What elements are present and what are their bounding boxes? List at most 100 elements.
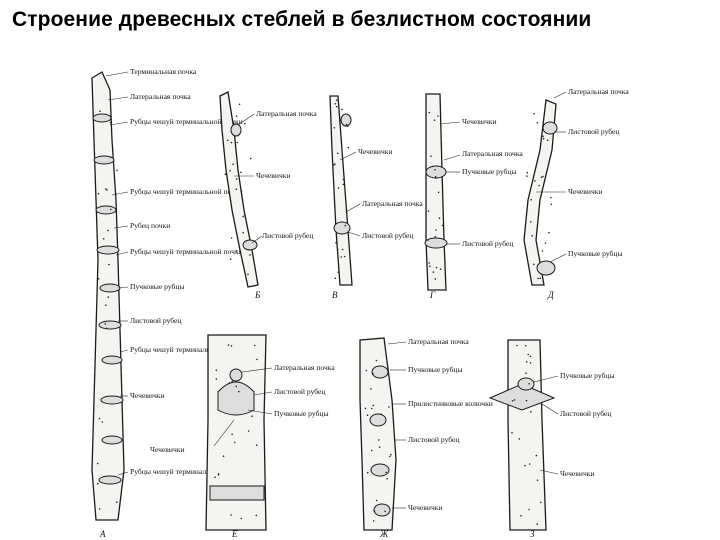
- lenticel-dot: [256, 358, 258, 361]
- lenticel-dot: [346, 125, 349, 127]
- lenticel-dot: [224, 173, 227, 175]
- lenticel-dot: [336, 152, 339, 155]
- lenticel-dot: [439, 268, 442, 271]
- lenticel-dot: [529, 362, 532, 364]
- lenticel-dot: [227, 139, 229, 142]
- lenticel-dot: [542, 135, 544, 137]
- label: Рубец почки: [130, 221, 170, 230]
- label: Листовой рубец: [408, 435, 459, 444]
- lenticel-dot: [542, 175, 544, 178]
- lenticel-dot: [546, 139, 549, 142]
- panel-a-nodes: [92, 113, 124, 485]
- lenticel-dot: [380, 413, 382, 416]
- label: Рубцы чешуй терминальной почки: [130, 345, 243, 354]
- lenticel-dot: [537, 277, 539, 280]
- lenticel-dot: [544, 242, 547, 244]
- label: Пучковые рубцы: [408, 365, 463, 374]
- lenticel-dot: [533, 112, 535, 115]
- panel-letter: А: [99, 529, 106, 539]
- lenticel-dot: [334, 163, 336, 165]
- lenticel-dot: [342, 183, 345, 186]
- lenticel-dot: [106, 189, 108, 191]
- lenticel-dots: [96, 99, 553, 525]
- lenticel-dot: [364, 407, 367, 410]
- lenticel-dot: [434, 235, 437, 238]
- lenticel-dot: [434, 169, 436, 171]
- lenticel-dot: [430, 155, 432, 157]
- lenticel-dot: [535, 454, 538, 457]
- lenticel-dot: [536, 523, 538, 525]
- lenticel-dot: [231, 380, 233, 383]
- lenticel-dot: [230, 345, 233, 347]
- lenticel-dot: [244, 122, 246, 125]
- label: Прилистниковые колючки: [408, 399, 493, 408]
- panel-zh: Латеральная почка Пучковые рубцы Прилист…: [359, 337, 493, 539]
- lenticel-dot: [528, 383, 530, 385]
- lenticel-dot: [427, 239, 429, 241]
- lenticel-dot: [529, 355, 532, 358]
- lenticel-dot: [385, 471, 387, 474]
- lenticel-dot: [541, 250, 544, 252]
- lenticel-dot: [524, 464, 526, 467]
- lenticel-dot: [384, 510, 386, 513]
- lenticel-dot: [511, 400, 514, 402]
- label: Латеральная почка: [274, 363, 335, 372]
- lenticel-dot: [525, 399, 528, 402]
- lenticel-dot: [337, 271, 340, 274]
- lenticel-dot: [539, 277, 541, 280]
- label: Листовой рубец: [130, 316, 181, 325]
- lenticel-dot: [511, 431, 513, 434]
- lenticel-dot: [215, 378, 218, 380]
- panel-z-stem: [507, 339, 547, 531]
- lenticel-dot: [538, 184, 540, 187]
- label: Пучковые рубцы: [274, 409, 329, 418]
- lenticel-dot: [255, 444, 258, 447]
- label: Латеральная почка: [256, 109, 317, 118]
- lenticel-dot: [341, 108, 343, 111]
- panel-a-stem: [91, 71, 125, 521]
- lenticel-dot: [334, 103, 337, 105]
- lenticel-dot: [235, 250, 238, 252]
- lenticel-dot: [528, 463, 531, 465]
- lenticel-dot: [530, 198, 532, 201]
- lenticel-dot: [214, 476, 216, 479]
- lenticel-dot: [378, 439, 380, 441]
- lenticel-dot: [333, 127, 336, 129]
- lenticel-dot: [247, 273, 249, 276]
- label: Рубцы чешуй терминальной почки: [130, 247, 243, 256]
- label: Листовой рубец: [568, 127, 619, 136]
- lenticel-dot: [345, 123, 348, 126]
- panel-g: Чечевички Латеральная почка Пучковые руб…: [424, 93, 523, 300]
- lenticel-dot: [431, 165, 434, 168]
- panel-d: Латеральная почка Листовой рубец Чечевич…: [523, 87, 629, 300]
- lenticel-dot: [434, 278, 437, 280]
- panel-e: Латеральная почка Листовой рубец Пучковы…: [150, 334, 335, 539]
- lenticel-dot: [97, 192, 100, 195]
- lenticel-dot: [238, 103, 241, 106]
- lenticel-dot: [234, 441, 236, 444]
- lenticel-dot: [235, 385, 237, 388]
- label: Листовой рубец: [362, 231, 413, 240]
- lenticel-dot: [366, 414, 369, 417]
- lenticel-dot: [341, 248, 344, 251]
- lenticel-dot: [108, 263, 110, 266]
- lenticel-dot: [336, 248, 339, 251]
- panel-letter: Ж: [379, 529, 389, 539]
- label: Листовой рубец: [262, 231, 313, 240]
- lenticel-dot: [429, 265, 431, 268]
- lenticel-dot: [533, 263, 535, 266]
- label: Латеральная почка: [130, 92, 191, 101]
- panel-b: Латеральная почка Чечевички Листовой руб…: [219, 91, 317, 300]
- lenticel-dot: [215, 369, 218, 372]
- label: Листовой рубец: [462, 239, 513, 248]
- lenticel-dot: [525, 372, 527, 375]
- lenticel-dot: [520, 515, 522, 517]
- lenticel-dot: [438, 217, 441, 219]
- lenticel-dot: [530, 410, 532, 413]
- lenticel-dot: [101, 421, 104, 423]
- lenticel-dot: [434, 175, 437, 178]
- lenticel-dot: [110, 208, 112, 211]
- label: Пучковые рубцы: [462, 167, 517, 176]
- panel-letter: В: [332, 290, 338, 300]
- panel-v: Чечевички Латеральная почка Листовой руб…: [329, 95, 423, 300]
